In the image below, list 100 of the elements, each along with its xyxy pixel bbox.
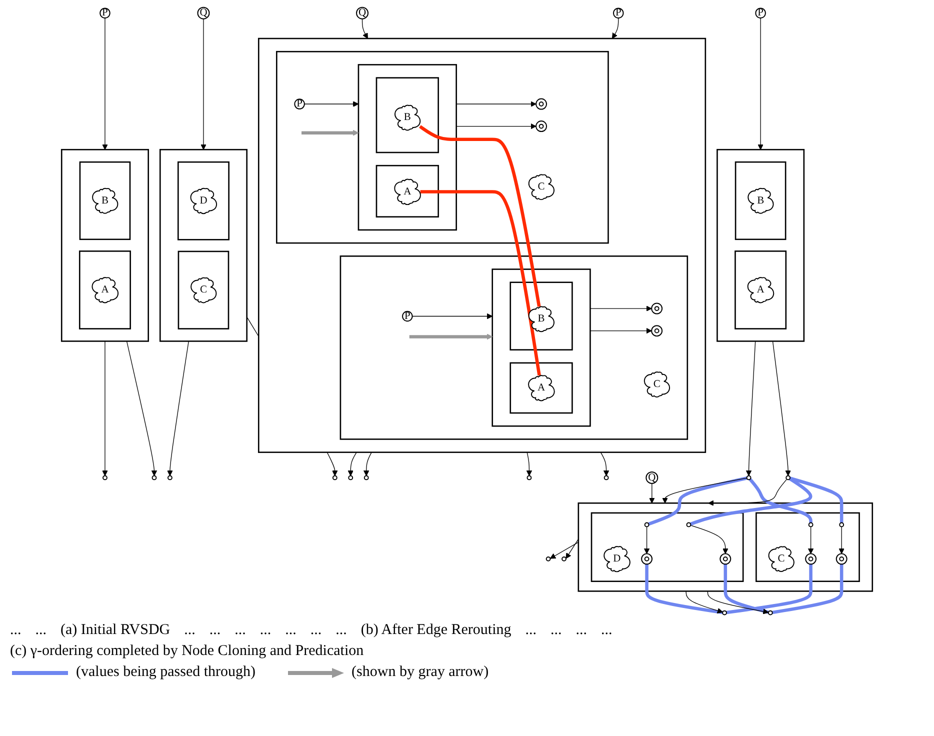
node-circle: [722, 610, 727, 616]
arrow: [662, 478, 748, 504]
legend-text: (shown by gray arrow): [352, 664, 489, 681]
ellipsis: ...: [525, 622, 536, 639]
connector: [420, 190, 541, 376]
arrow: [746, 340, 756, 476]
arrow: [838, 526, 844, 554]
connector: [419, 125, 541, 307]
node-circle: [720, 553, 732, 565]
node-circle: [786, 475, 791, 480]
ellipsis: ...: [601, 622, 612, 639]
cluster: [376, 164, 439, 218]
node-circle: [332, 475, 338, 480]
cluster: [734, 161, 786, 240]
cluster: [276, 50, 609, 244]
arrow: [690, 525, 728, 554]
cluster: [178, 250, 230, 330]
node-circle: [805, 553, 817, 565]
node-circle: [746, 475, 752, 480]
node-circle: [348, 475, 354, 480]
legend-text: (values being passed through): [76, 664, 256, 681]
ellipsis: ...: [576, 622, 587, 639]
cluster: [510, 362, 573, 414]
ellipsis: ...: [234, 622, 246, 639]
ellipsis: ...: [336, 622, 347, 639]
cluster: [734, 250, 787, 330]
ellipsis: ...: [184, 622, 196, 639]
cluster: [578, 502, 874, 592]
arrow: [612, 18, 619, 39]
arrow: [550, 542, 579, 559]
node-circle: [644, 522, 650, 528]
arrow: [772, 340, 791, 476]
arrow: [126, 340, 158, 476]
arrow: [363, 452, 372, 476]
node-circle: [364, 475, 369, 480]
arrow: [708, 479, 787, 506]
arrow: [808, 526, 814, 554]
cluster: [716, 148, 805, 342]
cluster: [756, 512, 860, 582]
arrow: [644, 526, 650, 554]
arrow: [102, 18, 108, 150]
connector: [726, 564, 812, 614]
node-circle: [641, 553, 653, 565]
arrow: [707, 590, 769, 614]
cluster: [258, 38, 706, 453]
node-circle: [536, 98, 548, 110]
connector: [645, 564, 723, 614]
ellipsis: ...: [209, 622, 221, 639]
caption: (c) γ-ordering completed by Node Cloning and Predication: [10, 643, 364, 660]
node-circle: [562, 556, 566, 562]
arrow: [304, 101, 359, 107]
cluster: [79, 161, 131, 240]
node-circle: [536, 120, 548, 132]
arrow: [200, 18, 206, 150]
connector: [648, 476, 748, 526]
caption: (b) After Edge Rerouting: [360, 622, 512, 639]
node-circle: P: [613, 8, 624, 18]
node-circle: Q: [356, 6, 369, 20]
connector: [748, 478, 812, 523]
node-circle: [168, 475, 172, 480]
arrow: [590, 306, 652, 312]
ellipsis: ...: [260, 622, 272, 639]
node-circle: [839, 522, 844, 528]
node-circle: [102, 475, 108, 480]
connector: [724, 564, 769, 614]
arrow: [649, 483, 655, 504]
arrow: [348, 452, 357, 476]
node-circle: [526, 475, 532, 480]
cluster: [340, 255, 688, 440]
node-circle: [651, 325, 663, 337]
arrow: [686, 590, 723, 614]
node-circle: P: [402, 310, 413, 322]
ellipsis: ...: [285, 622, 296, 639]
ellipsis: ...: [35, 622, 46, 639]
node-circle: [768, 610, 773, 616]
cluster: [376, 77, 439, 154]
arrow: [409, 334, 493, 340]
arrow: [456, 101, 536, 107]
arrow: [600, 452, 610, 476]
arrow: [526, 452, 532, 476]
arrow: [566, 538, 579, 559]
connector: [690, 477, 812, 526]
arrow: [167, 340, 189, 476]
node-circle: [686, 522, 692, 528]
arrow: [412, 313, 493, 320]
node-circle: [836, 553, 848, 565]
arrow: [456, 123, 536, 130]
cluster: [178, 161, 230, 240]
cluster: [78, 250, 131, 330]
arrow: [102, 340, 108, 476]
node-circle: [651, 302, 663, 314]
caption: (a) Initial RVSDG: [60, 622, 170, 639]
node-circle: [546, 556, 551, 562]
cluster: [510, 282, 573, 350]
connector: [772, 564, 844, 614]
ellipsis: ...: [550, 622, 562, 639]
ellipsis: ...: [310, 622, 322, 639]
node-circle: [604, 475, 609, 480]
node-circle: Q: [197, 6, 210, 20]
arrow: [590, 328, 652, 334]
